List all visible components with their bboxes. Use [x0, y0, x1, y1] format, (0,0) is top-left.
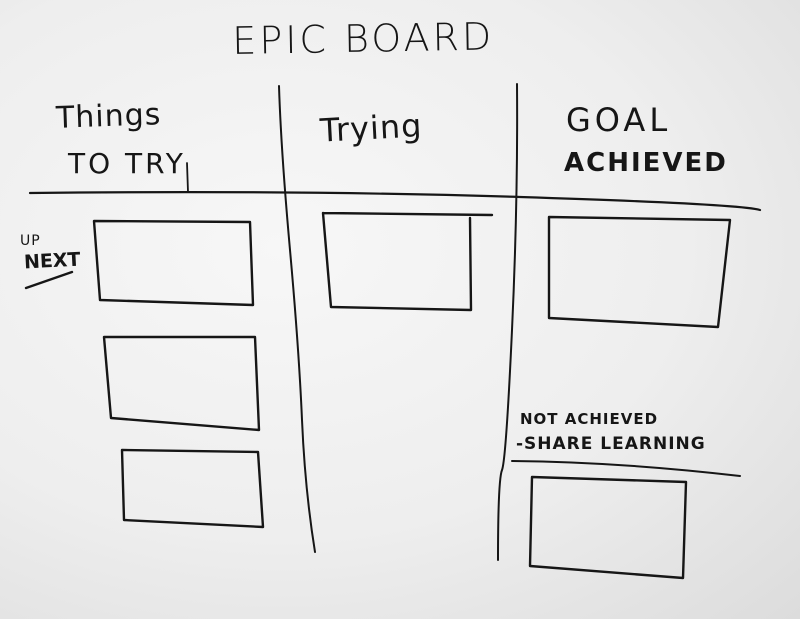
not-achieved-label-line-1: NOT ACHIEVED — [520, 410, 659, 428]
card-goal-achieved-1 — [547, 215, 732, 329]
column-heading-things-to-try-line-1: Things — [55, 97, 162, 136]
up-next-label-line-1: UP — [20, 233, 41, 249]
not-achieved-label-line-2: -SHARE LEARNING — [516, 434, 706, 454]
column-heading-goal-achieved-line-1: GOAL — [566, 101, 672, 139]
card-things-to-try-3 — [120, 448, 265, 529]
card-things-to-try-1 — [92, 219, 255, 307]
column-divider-1 — [278, 85, 316, 553]
column-divider-2 — [497, 83, 519, 561]
card-things-to-try-2 — [102, 335, 261, 432]
not-achieved-underline — [511, 460, 741, 477]
column-heading-trying: Trying — [319, 106, 424, 150]
board-title: EPIC BOARD — [231, 14, 495, 63]
card-not-achieved-1 — [528, 475, 688, 580]
title-tick-mark — [186, 162, 189, 193]
column-heading-goal-achieved-line-2: ACHIEVED — [564, 148, 728, 178]
header-divider-line — [28, 191, 762, 212]
up-next-label-line-2: NEXT — [23, 248, 82, 274]
card-trying-1 — [321, 211, 494, 312]
up-next-underline — [24, 270, 74, 290]
column-heading-things-to-try-line-2: TO TRY — [68, 147, 186, 180]
